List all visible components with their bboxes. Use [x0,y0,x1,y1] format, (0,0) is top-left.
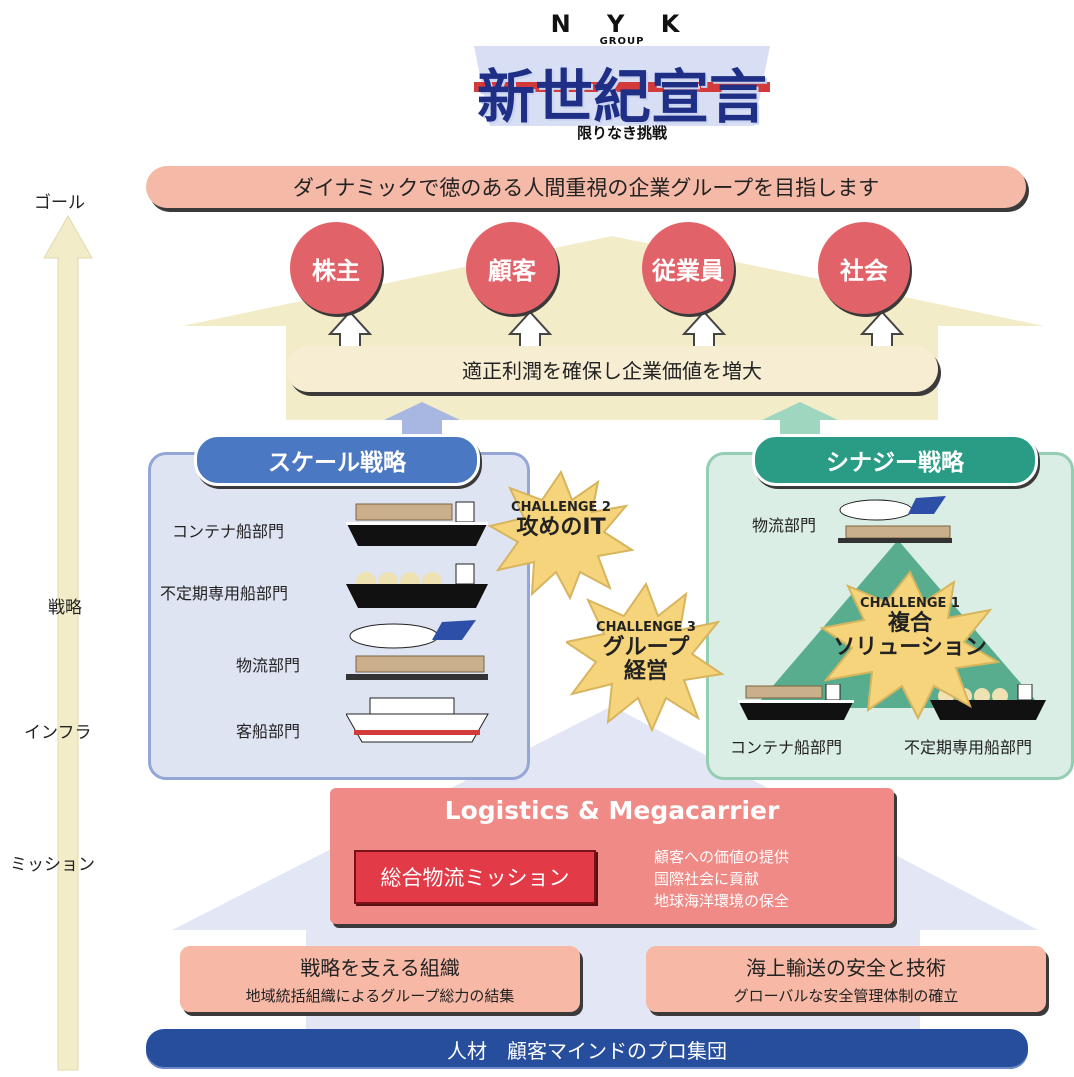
synergy-strategy-title: シナジー戦略 [752,434,1038,486]
logo-nyk-text: N Y K [550,10,694,38]
cruise-ship-icon [346,697,489,743]
scale-strategy-title: スケール戦略 [194,434,480,486]
synergy-division-logistics: 物流部門 [752,516,817,535]
challenge-3-name-line2: 経営 [623,658,668,684]
challenge-1: CHALLENGE 1 複合 ソリューション [820,596,1000,660]
mission-title: Logistics & Megacarrier [444,796,780,825]
challenge-3-name-line1: グループ [602,634,690,660]
synergy-plane-truck-icon [838,496,952,543]
infra-safety-subtitle: グローバルな安全管理体制の確立 [733,987,959,1005]
scale-division-container: コンテナ船部門 [172,522,285,541]
logo-banner-icon [474,46,770,126]
synergy-division-bulk: 不定期専用船部門 [904,738,1033,757]
small-up-arrows [327,310,905,352]
scale-division-bulk: 不定期専用船部門 [160,584,289,603]
challenge-2: CHALLENGE 2 攻めのIT [486,500,636,540]
infra-organization: 戦略を支える組織 地域統括組織によるグループ総力の結集 [180,946,580,1012]
challenge-3-burst [566,582,725,732]
challenge-1-name-line1: 複合 [887,610,932,636]
logo-group-text: GROUP [599,36,645,47]
side-label-mission: ミッション [10,855,95,875]
vertical-progress-arrow [43,214,93,1071]
scale-division-logistics: 物流部門 [236,656,301,675]
side-label-goal: ゴール [34,193,85,213]
challenge-2-label: CHALLENGE 2 [511,500,611,515]
stakeholder-employees: 従業員 [642,222,734,314]
container-ship-icon [346,501,488,546]
side-label-infra: インフラ [24,723,92,743]
synergy-up-arrow [762,402,838,440]
challenge-2-name: 攻めのIT [516,514,606,540]
mission-item: 顧客への価値の提供 [654,848,790,866]
mission-item: 地球海洋環境の保全 [654,892,790,910]
challenge-2-burst [487,470,635,600]
mission-label-box: 総合物流ミッション [354,850,596,904]
mission-items: 顧客への価値の提供 国際社会に貢献 地球海洋環境の保全 [654,846,789,912]
infra-organization-subtitle: 地域統括組織によるグループ総力の結集 [245,987,515,1005]
nyk-logo: N Y K GROUP 新世紀宣言 限りなき挑戦 [474,6,770,156]
logo-subtitle: 限りなき挑戦 [576,124,667,142]
stakeholder-shareholders: 株主 [290,222,382,314]
synergy-container-ship-icon [738,684,854,720]
challenge-1-burst [820,570,1000,720]
synergy-division-container: コンテナ船部門 [730,738,843,757]
challenge-1-label: CHALLENGE 1 [860,596,960,611]
mission-item: 国際社会に貢献 [654,870,760,888]
side-label-strategy: 戦略 [48,598,82,618]
scale-up-arrow [384,402,460,440]
infra-organization-title: 戦略を支える組織 [300,956,460,980]
goal-bar: ダイナミックで徳のある人間重視の企業グループを目指します [146,166,1026,208]
bulk-carrier-icon [346,563,488,608]
base-bar: 人材 顧客マインドのプロ集団 [146,1029,1028,1069]
infra-safety-title: 海上輸送の安全と技術 [746,956,946,980]
infra-safety: 海上輸送の安全と技術 グローバルな安全管理体制の確立 [646,946,1046,1012]
logistics-plane-truck-icon [346,620,488,680]
challenge-3-label: CHALLENGE 3 [596,620,696,635]
scale-division-cruise: 客船部門 [236,722,301,741]
stakeholder-customers: 顧客 [466,222,558,314]
logo-title: 新世紀宣言 [476,63,767,131]
stakeholder-society: 社会 [818,222,910,314]
profit-bar: 適正利潤を確保し企業価値を増大 [286,346,938,392]
challenge-1-name-line2: ソリューション [833,634,987,660]
challenge-3: CHALLENGE 3 グループ 経営 [566,620,726,684]
